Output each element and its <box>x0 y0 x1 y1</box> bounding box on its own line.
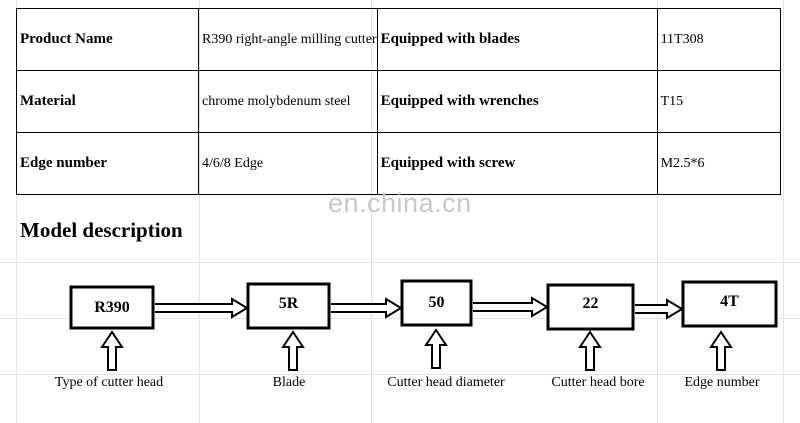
model-code: 4T <box>720 293 739 310</box>
spec-label: Material <box>16 70 199 133</box>
model-code: R390 <box>94 298 130 316</box>
spec-label: Equipped with wrenches <box>376 70 658 133</box>
model-code: 50 <box>428 294 445 311</box>
flow-arrow <box>155 297 249 319</box>
watermark-text: en.china.cn <box>328 188 472 218</box>
model-box <box>400 279 473 327</box>
model-caption: Edge number <box>684 375 760 390</box>
spec-label: Equipped with screw <box>376 132 658 195</box>
flow-arrow <box>331 297 403 319</box>
spec-label: Product Name <box>16 8 199 71</box>
gridline <box>199 0 200 423</box>
model-code: 22 <box>582 295 599 312</box>
flow-arrow <box>473 296 549 318</box>
model-caption: Cutter head bore <box>551 375 645 390</box>
up-arrow <box>281 330 305 371</box>
spec-value: T15 <box>656 70 781 133</box>
model-box <box>546 283 635 331</box>
gridline <box>16 0 17 423</box>
model-box <box>69 285 155 330</box>
spec-value: R390 right-angle milling cutter <box>198 8 378 71</box>
spec-table: Product Name R390 right-angle milling cu… <box>16 8 781 195</box>
model-code: 5R <box>278 295 299 312</box>
up-arrow <box>578 330 602 371</box>
up-arrow <box>709 330 733 371</box>
model-caption: Blade <box>272 375 306 390</box>
up-arrow <box>100 330 124 371</box>
spec-value: M2.5*6 <box>656 132 781 195</box>
spec-label: Edge number <box>16 132 199 195</box>
spec-value: 11T308 <box>656 8 781 71</box>
model-caption: Cutter head diameter <box>387 375 505 390</box>
gridline <box>657 0 658 423</box>
table-row: Edge number 4/6/8 Edge Equipped with scr… <box>16 132 781 195</box>
spec-value: 4/6/8 Edge <box>198 132 378 195</box>
up-arrow <box>424 328 448 369</box>
flow-arrow <box>635 298 684 320</box>
model-box <box>246 282 331 330</box>
gridline <box>0 374 800 375</box>
gridline <box>0 262 800 263</box>
model-caption: Type of cutter head <box>54 375 164 390</box>
gridline <box>0 318 800 319</box>
gridline <box>783 0 784 423</box>
section-title: Model description <box>20 218 183 242</box>
gridline <box>371 0 372 423</box>
model-box <box>681 280 778 328</box>
table-row: Material chrome molybdenum steel Equippe… <box>16 70 781 133</box>
table-row: Product Name R390 right-angle milling cu… <box>16 8 781 71</box>
spec-label: Equipped with blades <box>376 8 658 71</box>
